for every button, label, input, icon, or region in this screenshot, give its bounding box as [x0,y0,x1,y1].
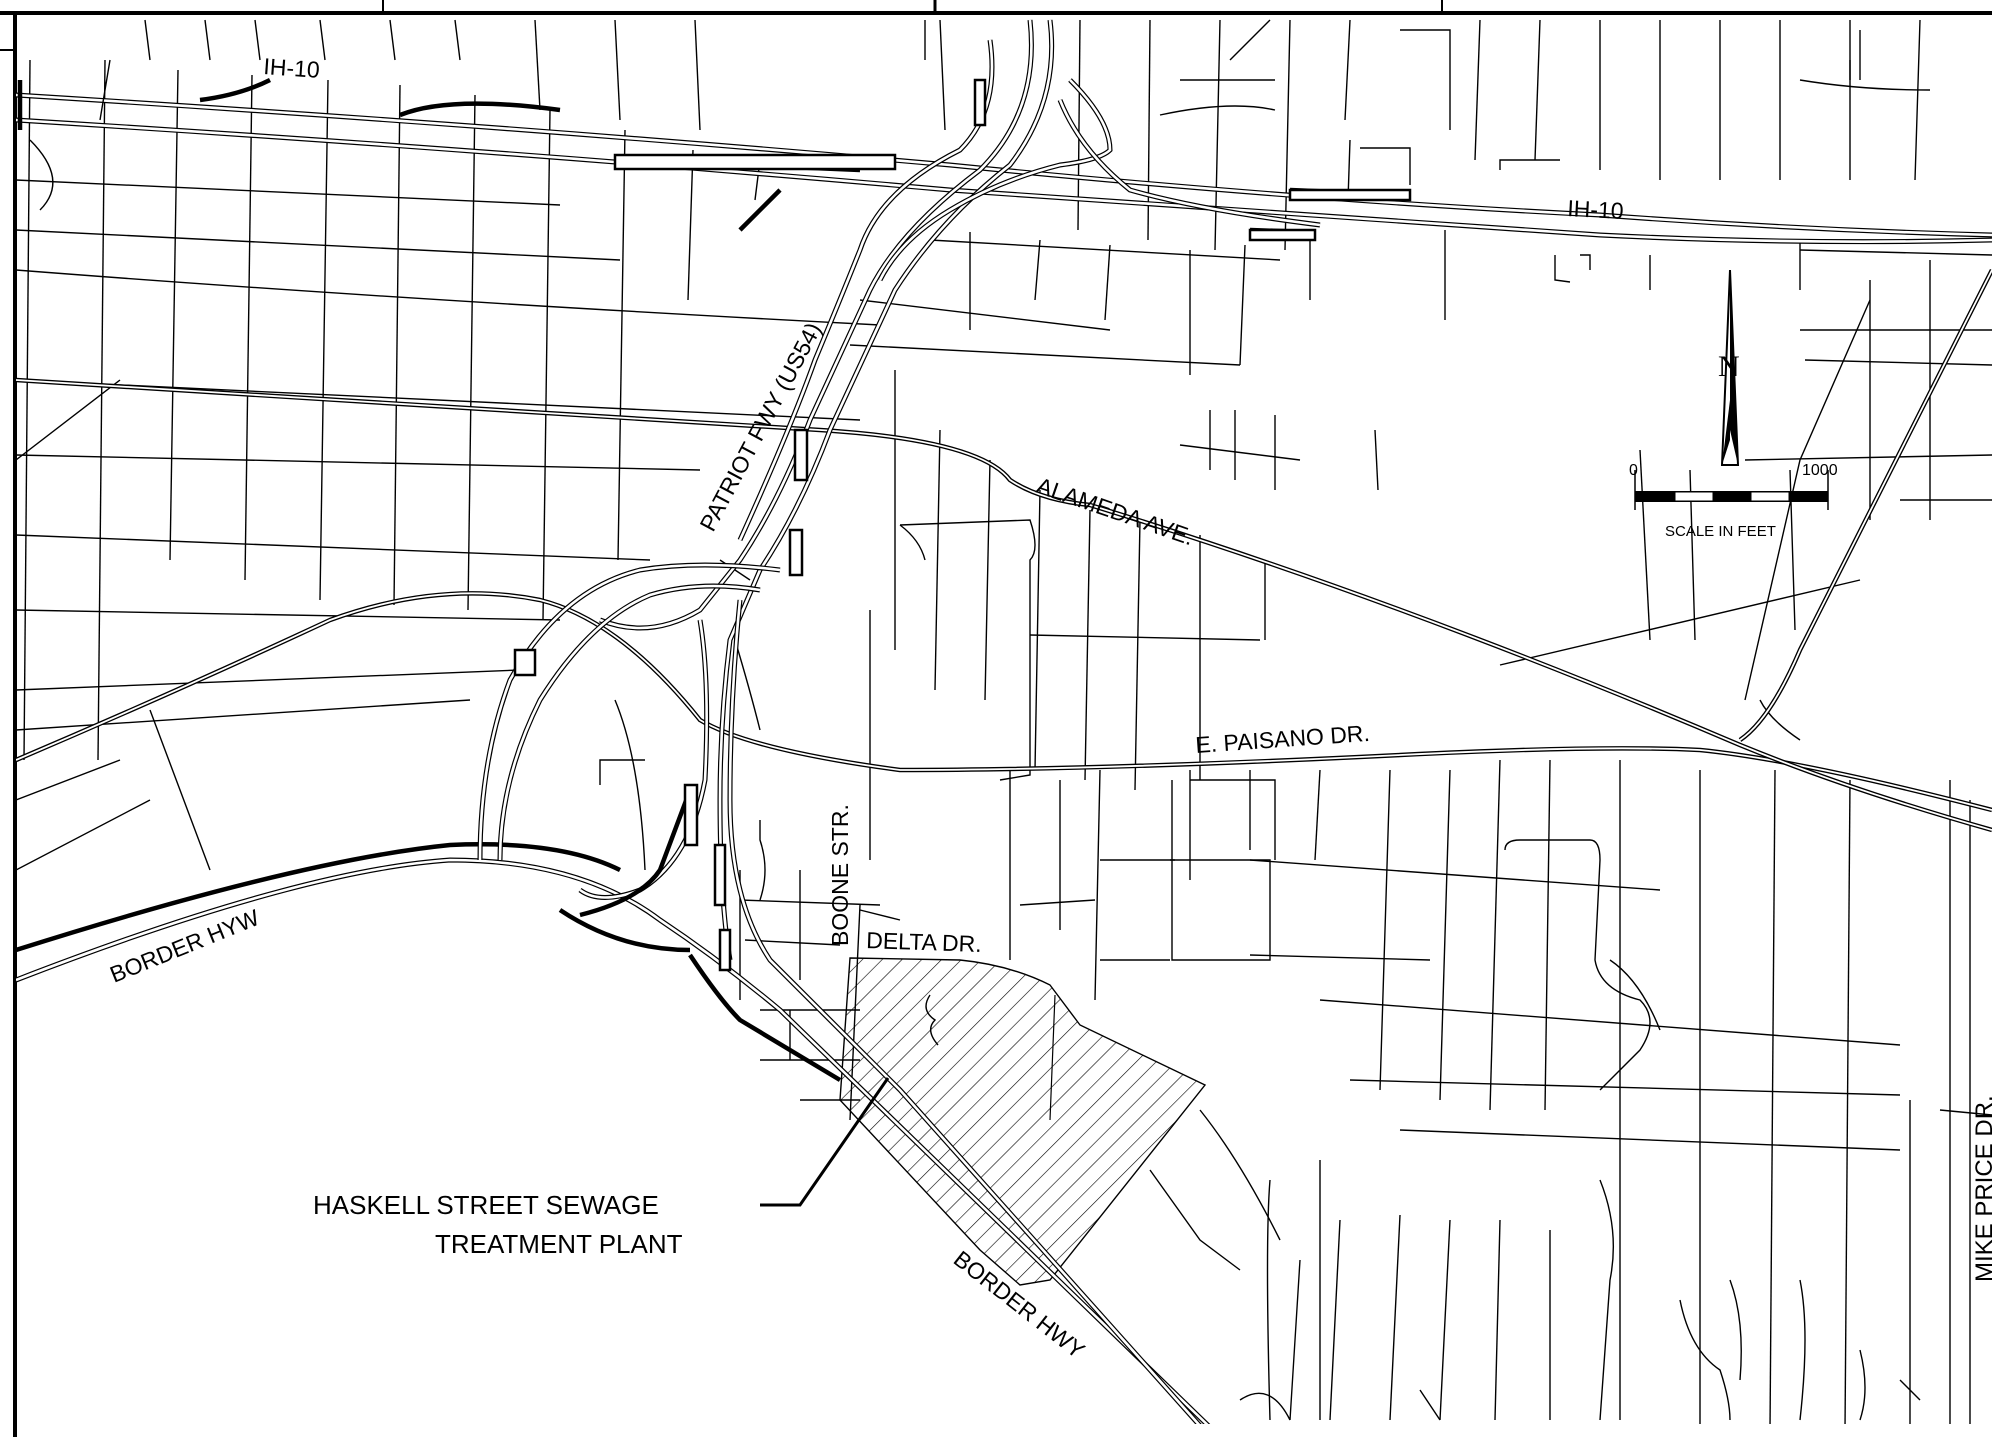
border-highway [16,842,1211,1424]
scale-bar: 0 1000 SCALE IN FEET [1629,462,1838,540]
treatment-plant-parcel [839,957,1207,1286]
label-plant-line2: TREATMENT PLANT [435,1229,683,1259]
scale-caption: SCALE IN FEET [1665,523,1776,540]
label-mike-price: MIKE PRICE DR. [1971,1095,1992,1282]
scale-start-label: 0 [1629,462,1638,479]
alameda-road [16,377,1992,833]
north-arrow-icon: N [1718,269,1740,466]
north-arrow-letter: N [1718,350,1740,383]
scale-end-label: 1000 [1802,462,1838,479]
plant-leader-line [760,1077,890,1207]
paisano-road [16,591,1992,813]
ih10-freeway [16,59,1992,245]
patriot-freeway-interchange [477,19,1321,1424]
diagonal-road-east [1738,268,1992,742]
label-boone: BOONE STR. [827,804,853,946]
label-ih10-west: IH-10 [263,53,321,83]
label-ih10-east: IH-10 [1567,195,1625,224]
label-delta: DELTA DR. [866,927,982,957]
city-streets [16,19,1992,1424]
label-plant-line1: HASKELL STREET SEWAGE [313,1190,659,1220]
